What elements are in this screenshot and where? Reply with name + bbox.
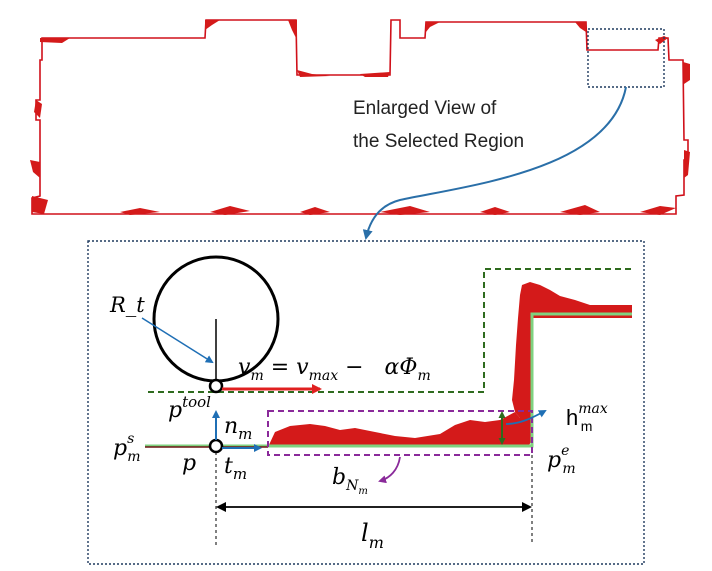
caption-line-2: the Selected Region — [353, 131, 524, 152]
tangent-label: tm — [224, 454, 247, 483]
excess-material — [145, 282, 632, 447]
selected-region-box — [587, 28, 665, 88]
segment-box-label: bNm — [332, 465, 368, 497]
tool-point-label: ptool — [168, 393, 211, 423]
normal-label: nm — [224, 414, 252, 443]
radius-pointer — [141, 317, 214, 364]
contact-point-label: p — [182, 451, 196, 476]
radius-label: R_t — [109, 293, 145, 317]
caption-line-1: Enlarged View of — [353, 98, 497, 119]
height-pointer — [505, 410, 547, 425]
curved-arrow-icon — [362, 86, 627, 240]
tool-offset-path — [148, 268, 634, 393]
segment-box-pointer — [378, 456, 401, 484]
tool-center-marker — [208, 378, 224, 394]
material-blobs — [30, 20, 690, 215]
contact-point-marker — [208, 438, 224, 454]
nominal-path — [145, 312, 632, 448]
part-outline — [30, 19, 690, 215]
part-contour — [31, 19, 689, 215]
velocity-equation: vm = vmax − αΦm — [238, 355, 431, 384]
segment-box — [267, 410, 533, 456]
enlarged-view-frame — [87, 240, 645, 565]
segment-length-label: lm — [361, 519, 384, 552]
